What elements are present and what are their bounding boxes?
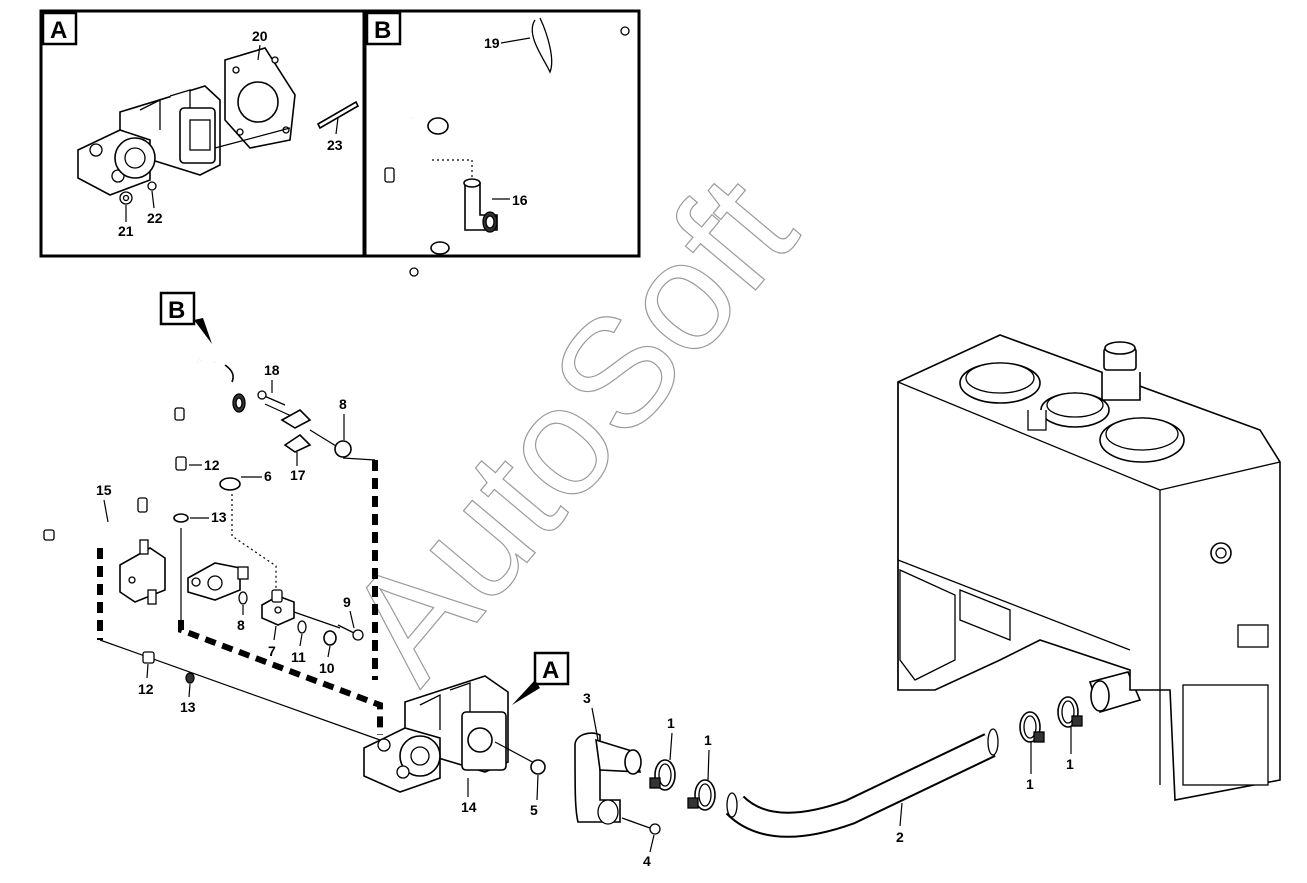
suction-elbow-3 (574, 732, 642, 825)
part-label-1a: 1 (667, 715, 675, 731)
fitting-12-top (175, 456, 187, 471)
callout-b-main: B (159, 291, 212, 344)
part-label-21: 21 (118, 223, 134, 239)
part-label-10: 10 (319, 660, 335, 676)
part-label-17: 17 (290, 467, 306, 483)
o-ring-8-mid (238, 591, 248, 605)
o-ring-11 (297, 620, 307, 634)
fitting-12-bottom (142, 651, 155, 664)
part-label-5: 5 (530, 802, 538, 818)
part-label-2: 2 (896, 829, 904, 845)
part-label-23: 23 (327, 137, 343, 153)
part-label-15: 15 (96, 482, 112, 498)
dashed-path-center (178, 620, 383, 735)
part-label-20: 20 (252, 28, 268, 44)
hose-clamp-1a (649, 759, 676, 791)
callout-a-main: A (512, 651, 570, 705)
part-label-11: 11 (291, 649, 306, 665)
part-label-1d: 1 (1066, 756, 1074, 772)
tank-outlet-pipe (1088, 671, 1142, 713)
hydraulic-pump-14 (363, 675, 509, 793)
callout-b-main-label: B (168, 297, 185, 324)
split-flange-17 (280, 409, 312, 453)
nut-washer-detail (119, 181, 157, 205)
callout-a-main-label: A (542, 657, 559, 684)
detail-panel-a: A 20 23 21 (39, 9, 366, 258)
detail-panel-b: B 19 16 (363, 9, 641, 258)
part-label-22: 22 (147, 210, 163, 226)
pump-detail-drawing (77, 85, 221, 196)
flange-fitting-main (232, 393, 246, 413)
o-ring-5 (530, 759, 546, 775)
detail-b-label: B (374, 17, 391, 44)
washer-13-bottom (185, 672, 195, 684)
valve-block-mid (187, 562, 249, 601)
o-ring-8-top (334, 440, 352, 458)
detail-a-label: A (50, 17, 67, 44)
hose-clamp-1b (687, 779, 716, 811)
hose-assembly-detail (384, 26, 630, 255)
part-label-18: 18 (264, 362, 280, 378)
hose-24 (199, 267, 419, 362)
valve-block-left (119, 539, 166, 605)
part-label-13-top: 13 (211, 509, 227, 525)
fitting-block-7 (261, 589, 295, 626)
bolt-18 (257, 390, 286, 406)
hose-clamp-1c (1019, 711, 1045, 743)
plug-10 (323, 630, 337, 646)
hose-small-left (174, 360, 200, 421)
hose-15 (43, 497, 148, 542)
part-label-14: 14 (461, 799, 477, 815)
hose-clamp-1d (1057, 696, 1083, 728)
elbow-fitting-detail (463, 178, 498, 233)
part-label-4: 4 (643, 853, 651, 869)
part-label-8-mid: 8 (237, 617, 245, 633)
hydraulic-tank (897, 334, 1281, 801)
hose-6 (198, 359, 241, 491)
bolt-4 (621, 817, 661, 835)
watermark: AutoSoft (313, 145, 828, 712)
suction-hose-2 (725, 728, 999, 838)
part-label-1b: 1 (704, 732, 712, 748)
cable-tie-detail (531, 17, 553, 74)
part-label-19: 19 (484, 35, 500, 51)
part-label-1c: 1 (1026, 776, 1034, 792)
part-label-9: 9 (343, 594, 351, 610)
part-label-13-bottom: 13 (180, 699, 196, 715)
part-label-8-top: 8 (339, 396, 347, 412)
part-label-12-top: 12 (204, 457, 220, 473)
bolt-9 (337, 624, 364, 641)
washer-13-top (173, 513, 189, 523)
gasket-detail (224, 47, 296, 149)
part-label-6: 6 (264, 468, 272, 484)
part-label-12-bottom: 12 (138, 681, 154, 697)
part-label-7: 7 (268, 643, 276, 659)
part-label-3: 3 (583, 690, 591, 706)
part-label-16: 16 (512, 192, 528, 208)
stud-detail (316, 100, 360, 130)
